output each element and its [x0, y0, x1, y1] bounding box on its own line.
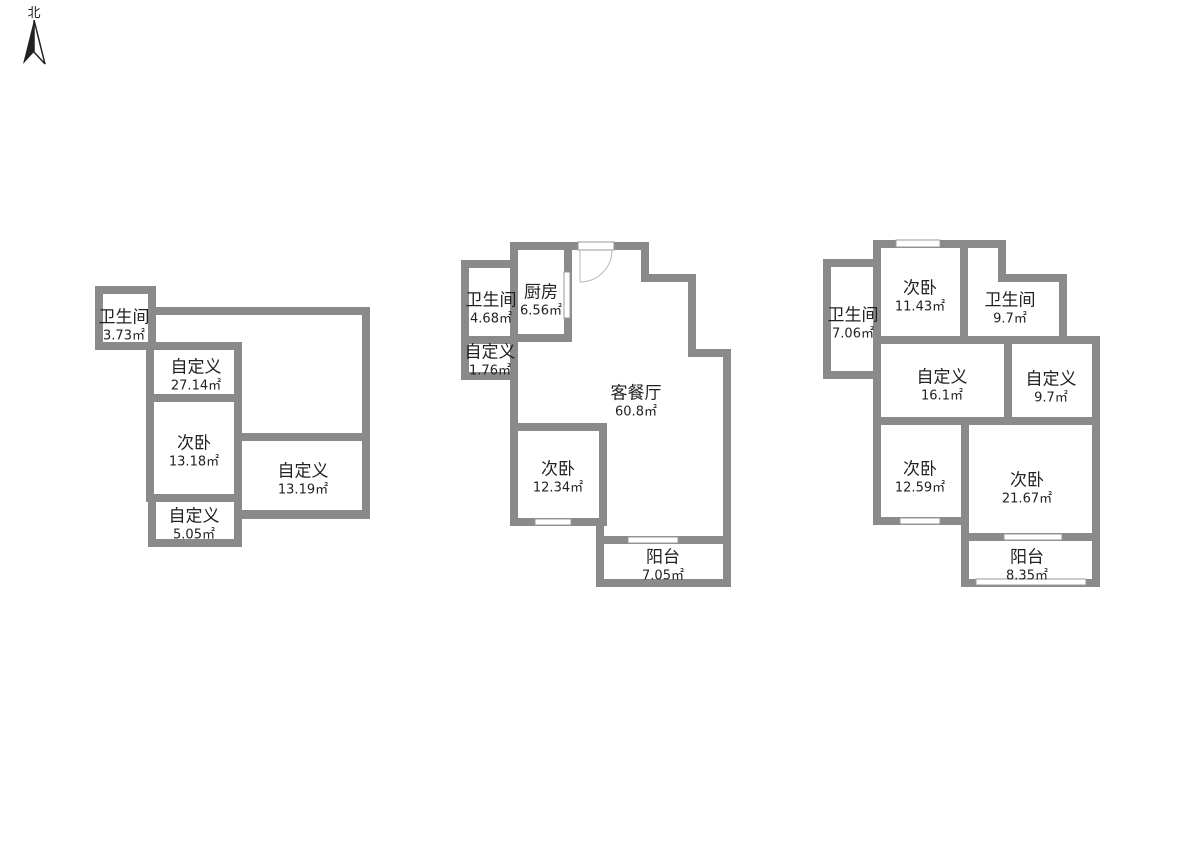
room-left-custom-c: [148, 494, 242, 547]
room-left-custom-b: [234, 433, 370, 518]
room-left-bedroom: [146, 394, 242, 502]
compass: 北: [14, 2, 54, 68]
room-middle-kitchen: [510, 242, 572, 342]
room-right-bedroom-b: [873, 417, 969, 525]
room-right-custom-b: [1004, 336, 1100, 425]
room-left-custom-a: [146, 342, 242, 402]
room-middle-balcony: [596, 536, 731, 587]
window: [577, 241, 615, 251]
room-middle-bathroom-strip: [461, 260, 518, 380]
room-right-bedroom-c: [961, 417, 1100, 541]
window: [975, 578, 1087, 586]
room-middle-bedroom: [510, 423, 607, 526]
compass-north-label: 北: [27, 6, 41, 21]
room-right-bathroom-a: [823, 259, 881, 379]
room-left-bathroom: [95, 286, 156, 350]
floor-left: [95, 286, 370, 547]
room-right-custom-a: [873, 336, 1012, 425]
room-right-balcony: [961, 533, 1100, 587]
door-swing: [579, 249, 613, 283]
window: [895, 239, 941, 248]
window: [1003, 533, 1063, 541]
window: [534, 518, 572, 526]
room-right-bathroom-b: [960, 240, 1067, 344]
window: [899, 517, 941, 525]
north-arrow-icon: [23, 19, 46, 65]
floor-right: [823, 239, 1100, 587]
room-right-bedroom-a: [873, 240, 968, 344]
window: [627, 536, 679, 544]
floor-middle: [461, 241, 731, 587]
